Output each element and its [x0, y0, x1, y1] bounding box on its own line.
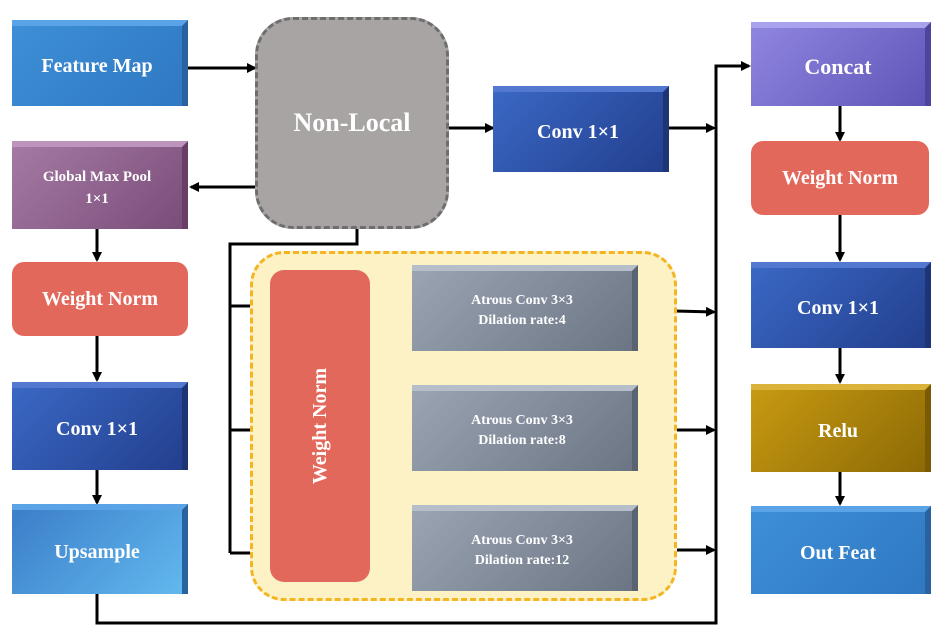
atrous-conv-rate8-node[interactable]: Atrous Conv 3×3 Dilation rate:8: [412, 385, 638, 471]
atrous-conv-rate4-title: Atrous Conv 3×3: [471, 293, 573, 308]
atrous-conv-rate8-title: Atrous Conv 3×3: [471, 413, 573, 428]
global-max-pool-size: 1×1: [85, 191, 109, 207]
weight-norm-right-node[interactable]: Weight Norm: [751, 141, 929, 215]
weight-norm-left-label: Weight Norm: [41, 287, 159, 310]
global-max-pool-label: Global Max Pool: [42, 169, 152, 185]
wire-nonlocal-down: [228, 228, 359, 553]
atrous-conv-rate12-node[interactable]: Atrous Conv 3×3 Dilation rate:12: [412, 505, 638, 591]
feature-map-node[interactable]: Feature Map: [12, 20, 188, 106]
out-feat-node[interactable]: Out Feat: [751, 506, 931, 594]
feature-map-label: Feature Map: [41, 54, 153, 77]
weight-norm-center-node[interactable]: Weight Norm: [270, 270, 370, 582]
wire-upsample-to-concat: [95, 61, 751, 625]
non-local-node[interactable]: Non-Local: [255, 17, 449, 229]
atrous-conv-rate8-rate: Dilation rate:8: [478, 433, 566, 448]
upsample-label: Upsample: [54, 540, 140, 563]
weight-norm-left-node[interactable]: Weight Norm: [12, 262, 188, 336]
concat-label: Concat: [804, 54, 872, 79]
atrous-conv-rate12-title: Atrous Conv 3×3: [471, 533, 573, 548]
weight-norm-right-label: Weight Norm: [781, 166, 899, 189]
conv-left-label: Conv 1×1: [56, 417, 138, 440]
conv-left-node[interactable]: Conv 1×1: [12, 382, 188, 470]
atrous-conv-rate4-rate: Dilation rate:4: [478, 313, 566, 328]
relu-label: Relu: [818, 419, 858, 442]
non-local-label: Non-Local: [293, 108, 411, 137]
global-max-pool-node[interactable]: Global Max Pool 1×1: [12, 141, 188, 229]
atrous-conv-rate4-node[interactable]: Atrous Conv 3×3 Dilation rate:4: [412, 265, 638, 351]
conv-right-node[interactable]: Conv 1×1: [751, 262, 931, 348]
atrous-conv-rate12-rate: Dilation rate:12: [474, 553, 570, 568]
conv-top-label: Conv 1×1: [537, 120, 619, 143]
conv-top-node[interactable]: Conv 1×1: [493, 86, 669, 172]
upsample-node[interactable]: Upsample: [12, 504, 188, 594]
weight-norm-center-label: Weight Norm: [308, 367, 331, 485]
out-feat-label: Out Feat: [799, 541, 877, 564]
relu-node[interactable]: Relu: [751, 384, 931, 472]
concat-node[interactable]: Concat: [751, 22, 931, 106]
conv-right-label: Conv 1×1: [797, 296, 879, 319]
